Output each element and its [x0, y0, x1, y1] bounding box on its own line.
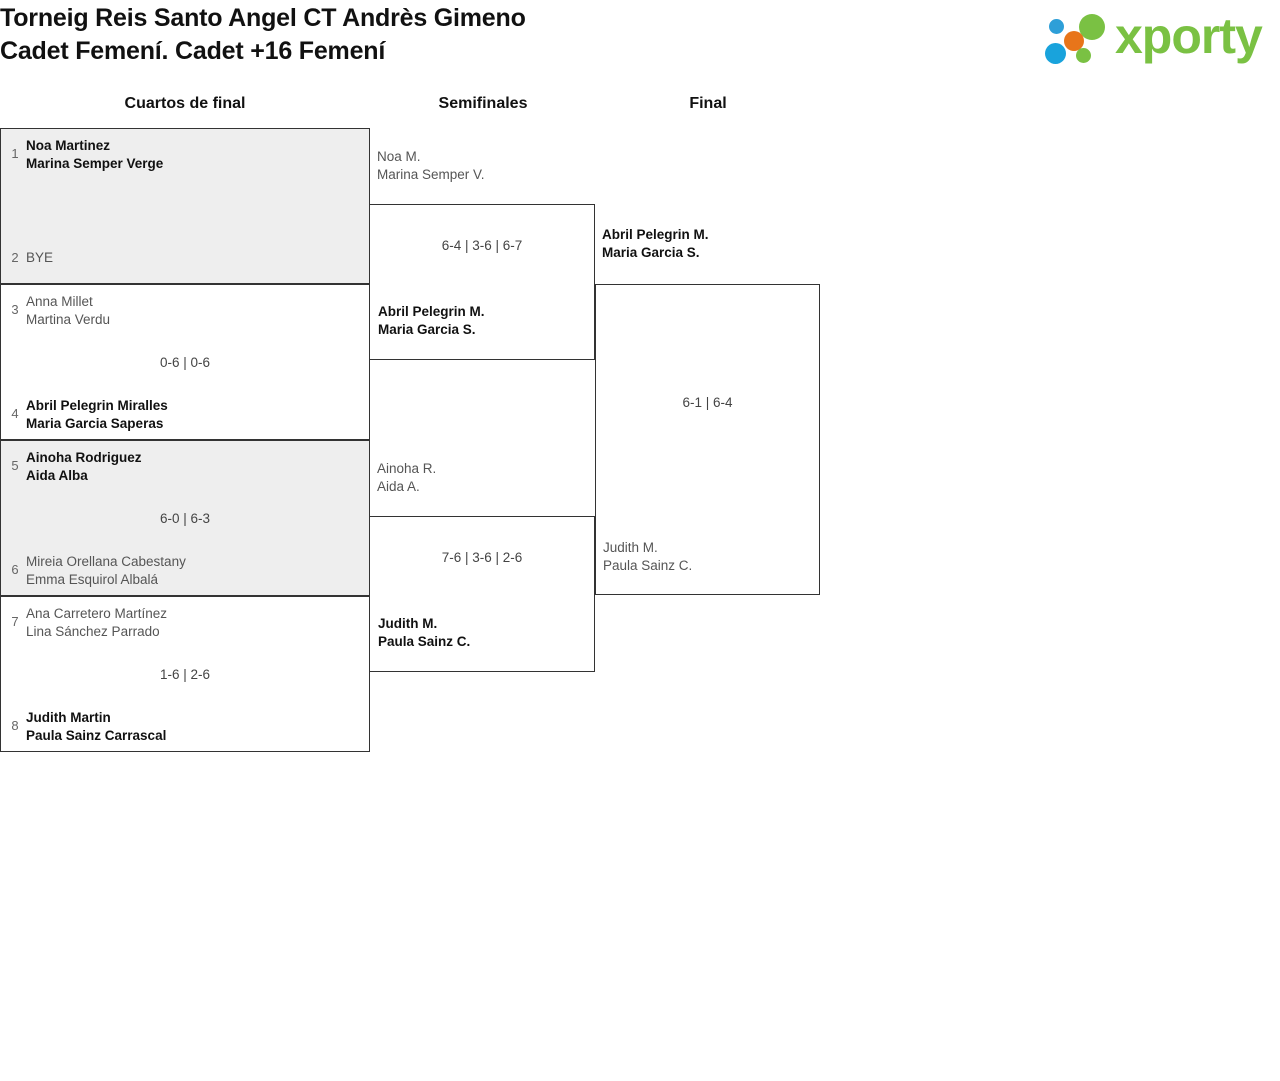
team-final-bottom: Judith M. Paula Sainz C.	[603, 539, 692, 575]
round-header-final: Final	[689, 95, 727, 112]
team-player-1: Ainoha R.	[377, 461, 437, 476]
team-player-1: Ainoha Rodriguez	[26, 450, 142, 465]
match-score-qf-3: 6-0 | 6-3	[159, 511, 211, 526]
team-qf-3-top: Ainoha Rodriguez Aida Alba	[26, 449, 363, 485]
match-box-qf-3[interactable]: 5 Ainoha Rodriguez Aida Alba 6-0 | 6-3 6…	[0, 440, 370, 596]
tournament-title-line1: Torneig Reis Santo Angel CT Andrès Gimen…	[0, 4, 526, 32]
team-qf-3-bottom: Mireia Orellana Cabestany Emma Esquirol …	[26, 553, 363, 589]
team-player-2: Maria Garcia S.	[602, 245, 700, 260]
team-player-2: Maria Garcia S.	[378, 322, 476, 337]
round-header-semifinals: Semifinales	[438, 95, 528, 112]
team-player-1: Noa Martinez	[26, 138, 111, 153]
team-qf-1-top: Noa Martinez Marina Semper Verge	[26, 137, 363, 173]
match-score-qf-4: 1-6 | 2-6	[159, 667, 211, 682]
seed-number: 3	[11, 302, 19, 317]
logo-dot-blue-small	[1049, 19, 1064, 34]
team-qf-2-top: Anna Millet Martina Verdu	[26, 293, 363, 329]
team-player-1: Judith Martin	[26, 710, 111, 725]
logo-dots-icon	[1045, 14, 1113, 64]
match-score-final: 6-1 | 6-4	[682, 395, 733, 410]
team-player-1: Abril Pelegrin M.	[602, 227, 709, 242]
team-player-2: Paula Sainz Carrascal	[26, 728, 167, 743]
team-player-2: Aida Alba	[26, 468, 88, 483]
team-qf-1-bottom: BYE	[26, 249, 363, 267]
match-box-final[interactable]: 6-1 | 6-4 Judith M. Paula Sainz C.	[595, 284, 820, 595]
match-box-qf-4[interactable]: 7 Ana Carretero Martínez Lina Sánchez Pa…	[0, 596, 370, 752]
team-player-2: Lina Sánchez Parrado	[26, 624, 160, 639]
match-box-sf-1[interactable]: 6-4 | 3-6 | 6-7 Abril Pelegrin M. Maria …	[369, 204, 595, 360]
match-score-qf-2: 0-6 | 0-6	[159, 355, 211, 370]
seed-number: 2	[11, 250, 19, 265]
logo-dot-green-small	[1076, 48, 1091, 63]
team-player-2: Marina Semper V.	[377, 167, 485, 182]
match-score-sf-2: 7-6 | 3-6 | 2-6	[441, 550, 523, 565]
match-score-sf-1: 6-4 | 3-6 | 6-7	[441, 238, 523, 253]
logo-dot-blue-large	[1045, 43, 1066, 64]
round-header-quarterfinals: Cuartos de final	[124, 95, 246, 112]
seed-number: 5	[11, 458, 19, 473]
team-player-2: Marina Semper Verge	[26, 156, 164, 171]
team-sf-1-bottom: Abril Pelegrin M. Maria Garcia S.	[378, 303, 485, 339]
team-qf-4-top: Ana Carretero Martínez Lina Sánchez Parr…	[26, 605, 363, 641]
team-final-top: Abril Pelegrin M. Maria Garcia S.	[602, 226, 709, 262]
seed-number: 4	[11, 406, 19, 421]
team-player-1: BYE	[26, 250, 54, 265]
logo-dot-green-large	[1079, 14, 1105, 40]
team-player-2: Paula Sainz C.	[603, 558, 693, 573]
team-player-1: Ana Carretero Martínez	[26, 606, 168, 621]
team-player-2: Martina Verdu	[26, 312, 111, 327]
match-box-sf-2[interactable]: 7-6 | 3-6 | 2-6 Judith M. Paula Sainz C.	[369, 516, 595, 672]
team-player-1: Mireia Orellana Cabestany	[26, 554, 186, 569]
team-player-2: Aida A.	[377, 479, 420, 494]
match-box-qf-1[interactable]: 1 Noa Martinez Marina Semper Verge 2 BYE	[0, 128, 370, 284]
seed-number: 7	[11, 614, 19, 629]
team-player-1: Judith M.	[378, 616, 438, 631]
team-sf-2-top: Ainoha R. Aida A.	[377, 460, 436, 496]
team-qf-4-bottom: Judith Martin Paula Sainz Carrascal	[26, 709, 363, 745]
team-player-1: Noa M.	[377, 149, 421, 164]
tournament-title: Torneig Reis Santo Angel CT Andrès Gimen…	[0, 2, 760, 69]
team-player-1: Anna Millet	[26, 294, 93, 309]
team-qf-2-bottom: Abril Pelegrin Miralles Maria Garcia Sap…	[26, 397, 363, 433]
seed-number: 6	[11, 562, 19, 577]
team-player-2: Maria Garcia Saperas	[26, 416, 164, 431]
team-player-2: Paula Sainz C.	[378, 634, 471, 649]
logo-wordmark: xporty	[1115, 8, 1263, 64]
match-box-qf-2[interactable]: 3 Anna Millet Martina Verdu 0-6 | 0-6 4 …	[0, 284, 370, 440]
logo-dot-orange	[1064, 31, 1084, 51]
team-player-1: Judith M.	[603, 540, 658, 555]
tournament-title-line2: Cadet Femení. Cadet +16 Femení	[0, 37, 386, 66]
team-player-1: Abril Pelegrin Miralles	[26, 398, 168, 413]
xporty-logo[interactable]: xporty	[1045, 8, 1273, 66]
team-player-1: Abril Pelegrin M.	[378, 304, 485, 319]
team-sf-1-top: Noa M. Marina Semper V.	[377, 148, 485, 184]
team-sf-2-bottom: Judith M. Paula Sainz C.	[378, 615, 470, 651]
seed-number: 1	[11, 146, 19, 161]
seed-number: 8	[11, 718, 19, 733]
team-player-2: Emma Esquirol Albalá	[26, 572, 159, 587]
